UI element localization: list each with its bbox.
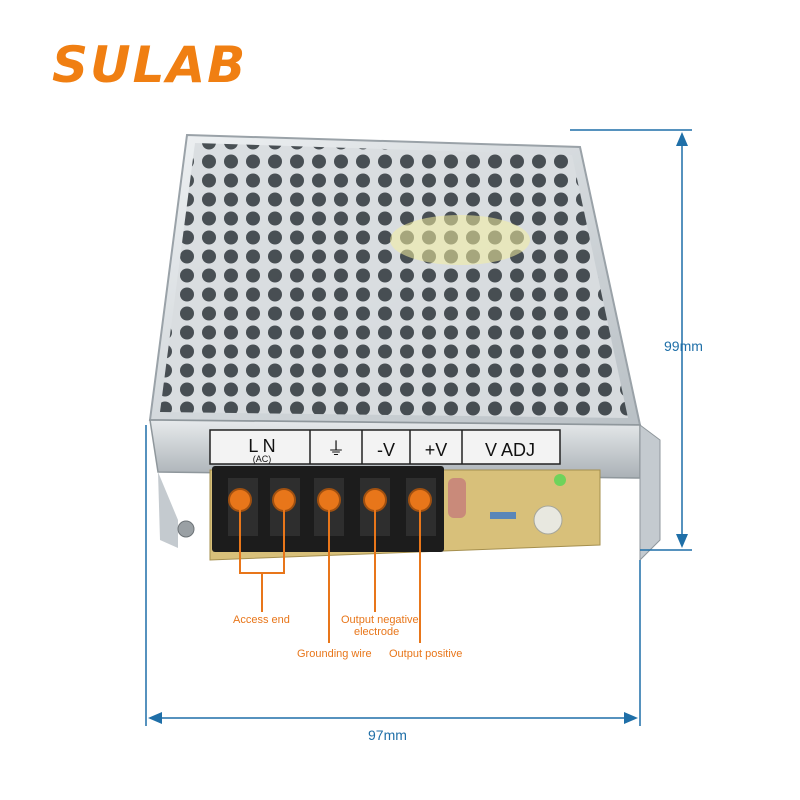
terminal-screw-l	[228, 478, 258, 536]
voltage-adjust-knob	[533, 505, 563, 535]
callout-output-negative-line2: electrode	[354, 626, 400, 638]
label-adj: V ADJ	[485, 440, 535, 460]
callout-grounding-wire: Grounding wire	[297, 648, 372, 660]
callout-access-end: Access end	[233, 614, 290, 626]
label-ln: L N	[248, 436, 275, 456]
brand-logo-text: SULAB	[52, 36, 248, 94]
callout-leaders	[239, 508, 421, 643]
label-ac: (AC)	[253, 454, 272, 464]
dimension-lines	[145, 129, 692, 726]
ground-icon: ⏚	[327, 439, 345, 460]
terminal-label-strip: L N (AC) ⏚ -V +V V ADJ	[209, 429, 561, 465]
brand-logo: SULAB	[52, 36, 247, 94]
label-neg: -V	[377, 440, 395, 460]
label-pos: +V	[425, 440, 448, 460]
height-dimension-label: 99mm	[664, 338, 703, 354]
callout-output-positive: Output positive	[389, 648, 463, 660]
width-dimension-label: 97mm	[368, 727, 407, 743]
callout-output-negative-line1: Output negative	[341, 614, 419, 626]
led-indicator	[554, 474, 566, 486]
terminal-screw-neg	[360, 478, 390, 536]
